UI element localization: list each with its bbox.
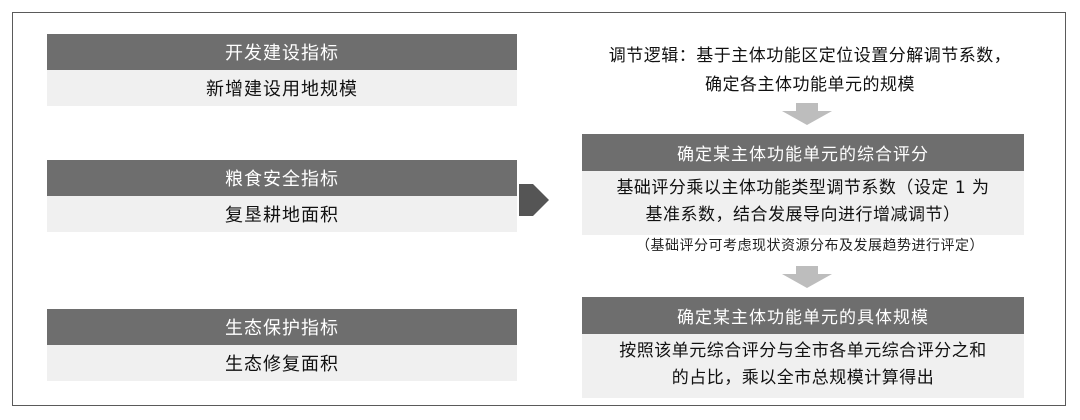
step-content: 基础评分乘以主体功能类型调节系数（设定 1 为 基准系数，结合发展导向进行增减调… — [582, 171, 1024, 235]
step-title: 确定某主体功能单元的综合评分 — [582, 134, 1024, 171]
step-content-line-1: 按照该单元综合评分与全市各单元综合评分之和 — [619, 341, 987, 361]
indicator-title: 开发建设指标 — [47, 34, 517, 70]
adjustment-logic-text: 调节逻辑：基于主体功能区定位设置分解调节系数， 确定各主体功能单元的规模 — [560, 42, 1060, 100]
step-content-line-2: 的占比，乘以全市总规模计算得出 — [671, 368, 935, 388]
step-block-composite-score: 确定某主体功能单元的综合评分 基础评分乘以主体功能类型调节系数（设定 1 为 基… — [582, 134, 1024, 235]
indicator-block-food-security: 粮食安全指标 复垦耕地面积 — [47, 160, 517, 232]
down-arrow-icon — [782, 103, 832, 125]
indicator-block-ecology: 生态保护指标 生态修复面积 — [47, 309, 517, 381]
down-arrow-icon — [782, 266, 832, 288]
step-title: 确定某主体功能单元的具体规模 — [582, 297, 1024, 334]
basic-score-note: （基础评分可考虑现状资源分布及发展趋势进行评定） — [636, 238, 984, 254]
step-block-specific-scale: 确定某主体功能单元的具体规模 按照该单元综合评分与全市各单元综合评分之和 的占比… — [582, 297, 1024, 398]
diagram-frame — [12, 12, 1066, 406]
indicator-title: 粮食安全指标 — [47, 160, 517, 196]
indicator-content: 生态修复面积 — [47, 345, 517, 381]
right-chevron-arrow-icon — [519, 184, 549, 216]
indicator-content: 复垦耕地面积 — [47, 196, 517, 232]
indicator-block-development: 开发建设指标 新增建设用地规模 — [47, 34, 517, 106]
logic-line-2: 确定各主体功能单元的规模 — [705, 75, 915, 95]
logic-line-1: 调节逻辑：基于主体功能区定位设置分解调节系数， — [608, 46, 1012, 66]
indicator-title: 生态保护指标 — [47, 309, 517, 345]
step-content-line-2: 基准系数，结合发展导向进行增减调节） — [645, 205, 961, 225]
step-content: 按照该单元综合评分与全市各单元综合评分之和 的占比，乘以全市总规模计算得出 — [582, 334, 1024, 398]
indicator-content: 新增建设用地规模 — [47, 70, 517, 106]
step-content-line-1: 基础评分乘以主体功能类型调节系数（设定 1 为 — [616, 178, 990, 198]
